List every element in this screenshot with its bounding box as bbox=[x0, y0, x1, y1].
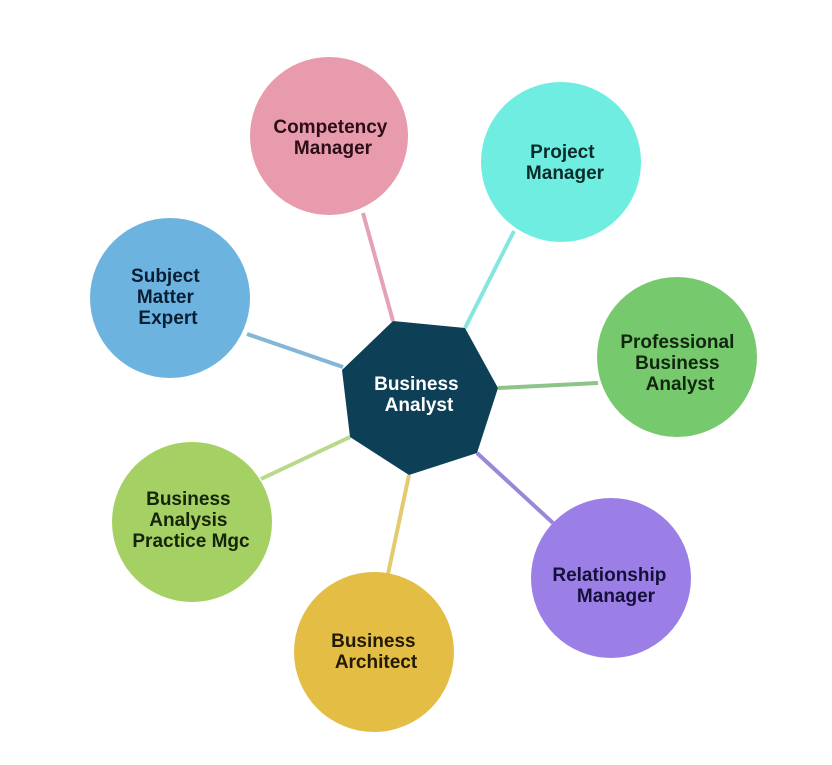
node-circle bbox=[531, 498, 691, 658]
node-label-line: Competency bbox=[273, 117, 387, 138]
node-label: Business Architect bbox=[331, 631, 421, 673]
connector-professional-business-analyst bbox=[497, 381, 599, 390]
node-circle bbox=[597, 277, 757, 437]
node-label-line: Project bbox=[530, 142, 595, 163]
connector-business-architect bbox=[386, 474, 411, 575]
node-circle bbox=[90, 218, 250, 378]
connectors bbox=[246, 212, 599, 575]
node-business-architect: Business Architect bbox=[294, 572, 454, 732]
node-circle bbox=[294, 572, 454, 732]
node-project-manager: Project Manager bbox=[481, 82, 641, 242]
node-label-line: Manager bbox=[577, 586, 656, 607]
connector-project-manager bbox=[463, 230, 516, 329]
node-subject-matter-expert: Subject Matter Expert bbox=[90, 218, 250, 378]
node-circle bbox=[250, 57, 408, 215]
center-node-business-analyst: Business Analyst bbox=[342, 321, 498, 475]
node-label-line: Relationship bbox=[552, 565, 666, 586]
connector-relationship-manager bbox=[475, 451, 555, 525]
center-label-line: Analyst bbox=[385, 395, 454, 416]
center-label: Business Analyst bbox=[374, 374, 464, 416]
node-label-line: Business bbox=[146, 489, 230, 510]
center-label-line: Business bbox=[374, 374, 458, 395]
node-label-line: Analysis bbox=[149, 510, 227, 531]
center-heptagon bbox=[342, 321, 498, 475]
node-label: Competency Manager bbox=[273, 117, 392, 159]
node-label: Subject Matter Expert bbox=[131, 266, 205, 329]
node-label-line: Analyst bbox=[646, 374, 715, 395]
node-label: Relationship Manager bbox=[552, 565, 671, 607]
node-label-line: Business bbox=[635, 353, 719, 374]
node-competency-manager: Competency Manager bbox=[250, 57, 408, 215]
node-label: Project Manager bbox=[526, 142, 605, 184]
connector-business-analysis-practice-mgc bbox=[260, 435, 351, 481]
node-circle bbox=[112, 442, 272, 602]
node-relationship-manager: Relationship Manager bbox=[531, 498, 691, 658]
node-label-line: Expert bbox=[138, 308, 198, 329]
node-label-line: Practice Mgc bbox=[132, 531, 250, 552]
node-label-line: Professional bbox=[620, 332, 734, 353]
connector-subject-matter-expert bbox=[246, 332, 344, 369]
node-label-line: Manager bbox=[526, 163, 605, 184]
node-label: Professional Business Analyst bbox=[620, 332, 739, 395]
node-label-line: Matter bbox=[137, 287, 195, 308]
connector-competency-manager bbox=[361, 212, 395, 322]
node-label: Business Analysis Practice Mgc bbox=[132, 489, 250, 552]
node-label-line: Business bbox=[331, 631, 415, 652]
node-label-line: Subject bbox=[131, 266, 200, 287]
node-business-analysis-practice-mgc: Business Analysis Practice Mgc bbox=[112, 442, 272, 602]
node-label-line: Manager bbox=[294, 138, 373, 159]
node-label-line: Architect bbox=[335, 652, 418, 673]
node-circle bbox=[481, 82, 641, 242]
node-professional-business-analyst: Professional Business Analyst bbox=[597, 277, 757, 437]
